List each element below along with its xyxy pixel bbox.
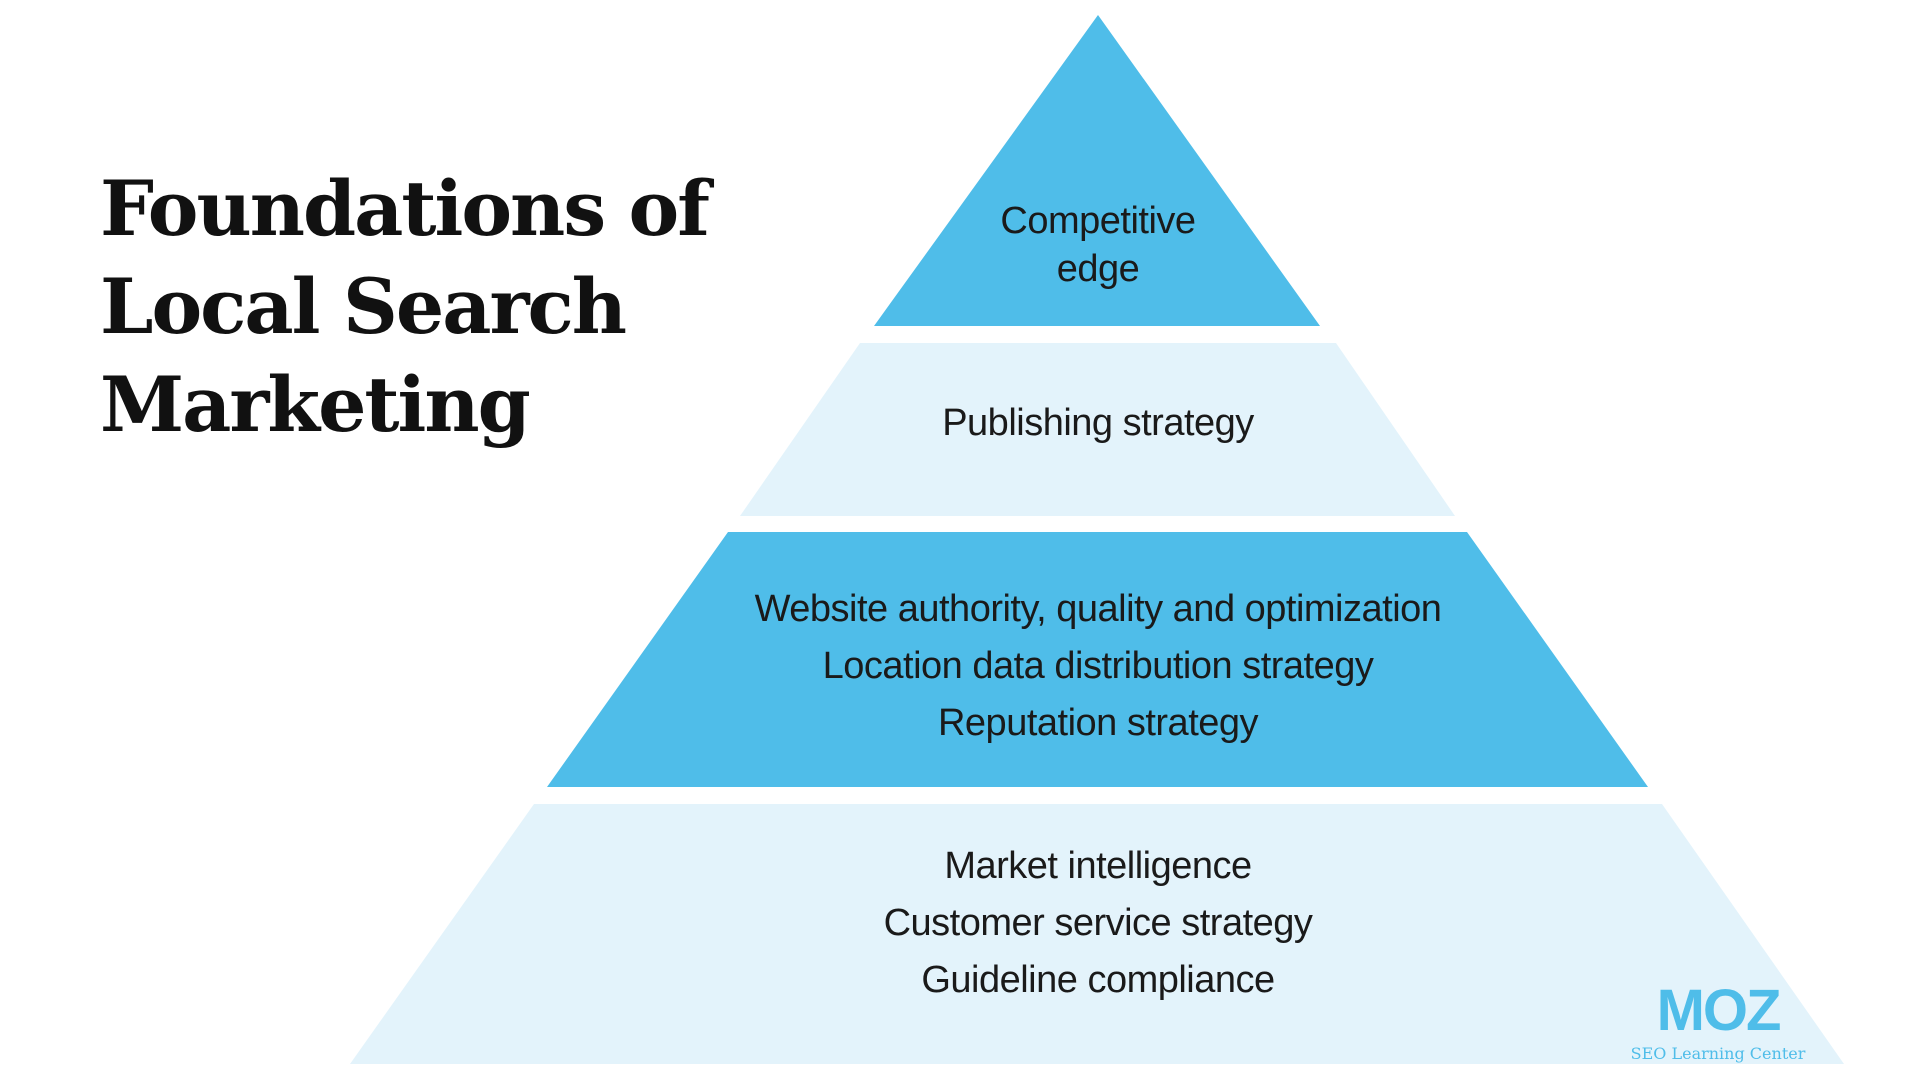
tier-text: Guideline compliance: [921, 959, 1275, 1001]
moz-logo: MOZ SEO Learning Center: [1628, 978, 1808, 1064]
moz-subtitle: SEO Learning Center: [1630, 1044, 1806, 1063]
tier-text: Location data distribution strategy: [822, 645, 1374, 687]
title-line: Marketing: [100, 360, 531, 449]
title-line: Local Search: [100, 262, 627, 351]
tier-text: Website authority, quality and optimizat…: [754, 588, 1442, 630]
tier-text: Customer service strategy: [883, 902, 1313, 944]
tier-text: Competitive: [1000, 200, 1196, 242]
tier-website-location-reputation: [547, 532, 1648, 787]
tier-4-label: Market intelligence Customer service str…: [700, 838, 1496, 1009]
tier-3-label: Website authority, quality and optimizat…: [700, 581, 1496, 752]
title-line: Foundations of: [100, 164, 710, 253]
tier-text: Market intelligence: [944, 845, 1252, 887]
tier-publishing: [740, 343, 1455, 516]
tier-2-label: Publishing strategy: [700, 395, 1496, 452]
tier-text: Reputation strategy: [937, 702, 1259, 744]
tier-foundation: [350, 804, 1844, 1064]
moz-brand: MOZ: [1656, 978, 1782, 1043]
tier-1-label: Competitive edge: [700, 197, 1496, 293]
tier-top-competitive-edge: [874, 15, 1320, 326]
tier-text: edge: [1056, 248, 1140, 290]
tier-text: Publishing strategy: [942, 402, 1254, 444]
page-title: Foundations of Local Search Marketing: [100, 160, 710, 454]
